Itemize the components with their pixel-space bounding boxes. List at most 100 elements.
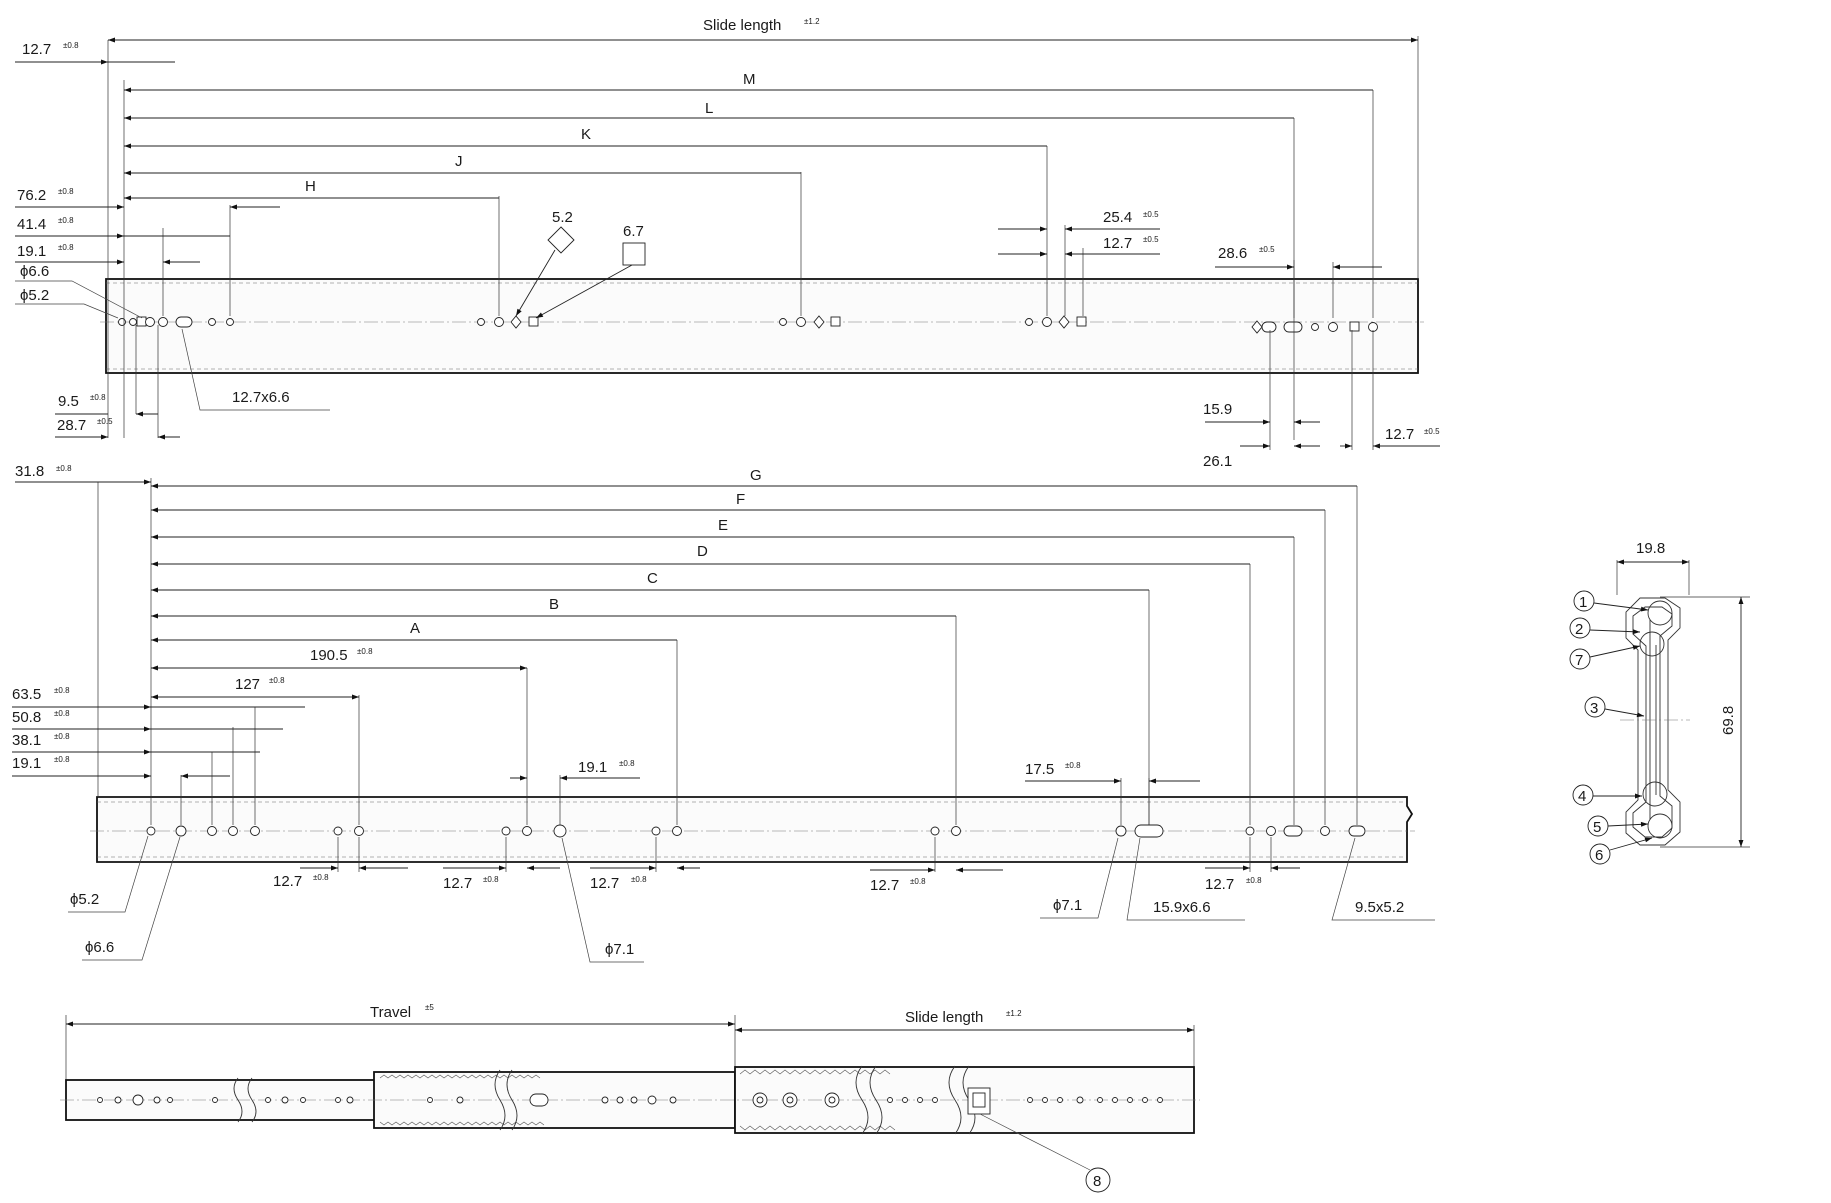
svg-text:2: 2: [1575, 621, 1583, 638]
hole: [477, 318, 485, 326]
hole: [1311, 323, 1319, 331]
callout-4: 4: [1572, 784, 1642, 806]
top-rail: [105, 278, 1419, 374]
dim-38-1-label: 38.1: [12, 732, 41, 749]
svg-text:±0.8: ±0.8: [1065, 761, 1081, 770]
svg-text:±0.8: ±0.8: [910, 877, 926, 886]
hole: [672, 826, 682, 836]
hole-square: [1349, 321, 1360, 332]
hole: [207, 826, 217, 836]
pitch-12-7-2-label: 12.7: [443, 875, 472, 892]
dim-26-1-label: 26.1: [1203, 453, 1232, 470]
pitch-12-7-3-label: 12.7: [590, 875, 619, 892]
svg-text:±0.8: ±0.8: [619, 759, 635, 768]
dia-5-2-label: ϕ5.2: [20, 287, 49, 304]
dim-12-7-label: 12.7: [22, 41, 51, 58]
hole: [522, 826, 532, 836]
dim-63-5-label: 63.5: [12, 686, 41, 703]
dia-5-2-m-label: ϕ5.2: [70, 891, 99, 908]
hole: [158, 317, 168, 327]
svg-text:±0.8: ±0.8: [56, 464, 72, 473]
callout-7: 7: [1569, 645, 1641, 670]
hole: [118, 318, 126, 326]
hole: [494, 317, 504, 327]
svg-text:±0.5: ±0.5: [1143, 210, 1159, 219]
slot: [175, 316, 193, 328]
dim-J-label: J: [455, 153, 463, 170]
travel-label: Travel: [370, 1004, 411, 1021]
callout-1: 1: [1573, 590, 1649, 612]
square-symbol: [622, 242, 646, 266]
hole-diamond: [1058, 315, 1070, 329]
pitch-12-7-5-label: 12.7: [1205, 876, 1234, 893]
dim-E-label: E: [718, 517, 728, 534]
dim-28-7-label: 28.7: [57, 417, 86, 434]
dia-7-1-m-label: ϕ7.1: [605, 941, 634, 958]
slot-12-7x6-6-label: 12.7x6.6: [232, 389, 290, 406]
dim-19-1-b-label: 19.1: [578, 759, 607, 776]
hole: [1115, 825, 1127, 837]
svg-text:1: 1: [1579, 594, 1587, 611]
slot-9-5x5-2-label: 9.5x5.2: [1355, 899, 1404, 916]
svg-text:±0.5: ±0.5: [1424, 427, 1440, 436]
dim-17-5-label: 17.5: [1025, 761, 1054, 778]
hole-square: [1076, 316, 1087, 327]
slide-length-tol: ±1.2: [804, 17, 820, 26]
hole: [175, 825, 187, 837]
svg-text:±0.8: ±0.8: [54, 686, 70, 695]
svg-text:±0.8: ±0.8: [54, 732, 70, 741]
slide-length-bottom-tol: ±1.2: [1006, 1009, 1022, 1018]
hole-square: [830, 316, 841, 327]
svg-text:±0.8: ±0.8: [58, 187, 74, 196]
svg-text:±0.8: ±0.8: [54, 709, 70, 718]
svg-text:3: 3: [1590, 700, 1598, 717]
svg-text:±0.8: ±0.8: [313, 873, 329, 882]
dim-50-8-label: 50.8: [12, 709, 41, 726]
dim-190-5-label: 190.5: [310, 647, 348, 664]
slide-length-label: Slide length: [703, 17, 781, 34]
hole: [145, 317, 155, 327]
callout-6: 6: [1589, 837, 1653, 865]
svg-text:±0.5: ±0.5: [1143, 235, 1159, 244]
svg-text:7: 7: [1575, 652, 1583, 669]
hole: [208, 318, 216, 326]
travel-tol: ±5: [425, 1003, 434, 1012]
slot: [1348, 825, 1366, 837]
assembly-holes: [97, 1087, 1163, 1115]
dim-19-1-m-label: 19.1: [12, 755, 41, 772]
dim-M-label: M: [743, 71, 756, 88]
dim-F-label: F: [736, 491, 745, 508]
width-19-8-label: 19.8: [1636, 540, 1665, 557]
top-rail-holes: [118, 315, 1378, 334]
svg-text:±0.8: ±0.8: [63, 41, 79, 50]
hole: [651, 826, 661, 836]
hole: [1328, 322, 1338, 332]
hole: [354, 826, 364, 836]
dim-28-6-label: 28.6: [1218, 245, 1247, 262]
hole-square: [136, 316, 147, 327]
hole: [1025, 318, 1033, 326]
slot: [1134, 824, 1164, 838]
callout-8: 8: [979, 1113, 1111, 1193]
slot: [1283, 825, 1303, 837]
dim-L-label: L: [705, 100, 713, 117]
svg-text:±0.8: ±0.8: [357, 647, 373, 656]
pitch-12-7-4-label: 12.7: [870, 877, 899, 894]
pitch-12-7-1-label: 12.7: [273, 873, 302, 890]
dim-D-label: D: [697, 543, 708, 560]
svg-text:5: 5: [1593, 819, 1601, 836]
hole: [553, 824, 567, 838]
dia-6-6-label: ϕ6.6: [20, 263, 49, 280]
hole: [1320, 826, 1330, 836]
dim-19-1-label: 19.1: [17, 243, 46, 260]
hole: [228, 826, 238, 836]
callout-5: 5: [1587, 815, 1649, 837]
dim-12-7-c-label: 12.7: [1385, 426, 1414, 443]
hole: [930, 826, 940, 836]
svg-text:±0.8: ±0.8: [90, 393, 106, 402]
svg-text:8: 8: [1093, 1173, 1101, 1190]
section-view: 19.8 69.8 1 2 7: [1569, 540, 1750, 865]
svg-text:±0.5: ±0.5: [97, 417, 113, 426]
hole: [501, 826, 511, 836]
